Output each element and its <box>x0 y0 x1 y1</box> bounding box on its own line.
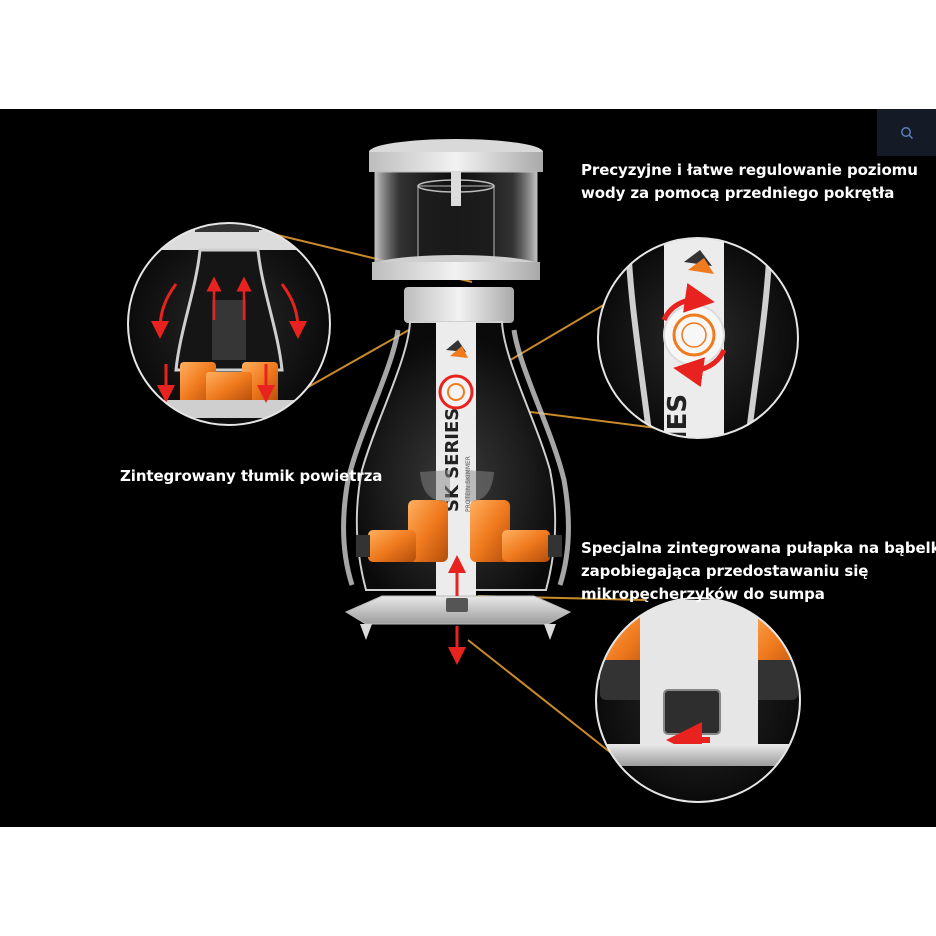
search-icon <box>900 126 913 139</box>
skimmer-body: SK SERIES PROTEIN SKIMMER <box>341 139 572 665</box>
callout-water-level: Precyzyjne i łatwe regulowanie poziomu w… <box>581 159 918 205</box>
callout-water-level-line1: Precyzyjne i łatwe regulowanie poziomu <box>581 161 918 179</box>
search-button[interactable] <box>877 109 936 156</box>
callout-bubble-trap-line2: zapobiegająca przedostawaniu się <box>581 562 869 580</box>
zoom-air-silencer <box>127 222 331 426</box>
callout-air-silencer: Zintegrowany tłumik powietrza <box>120 465 382 488</box>
callout-air-silencer-text: Zintegrowany tłumik powietrza <box>120 467 383 485</box>
callout-bubble-trap-line1: Specjalna zintegrowana pułapka na bąbelk… <box>581 539 936 557</box>
zoom-level-knob: IES <box>597 237 799 440</box>
callout-bubble-trap: Specjalna zintegrowana pułapka na bąbelk… <box>581 537 936 606</box>
svg-text:IES: IES <box>663 394 693 440</box>
callout-bubble-trap-line3: mikropęcherzyków do sumpa <box>581 585 825 603</box>
zoom-bubble-trap <box>595 597 801 803</box>
callout-water-level-line2: wody za pomocą przedniego pokrętła <box>581 184 895 202</box>
